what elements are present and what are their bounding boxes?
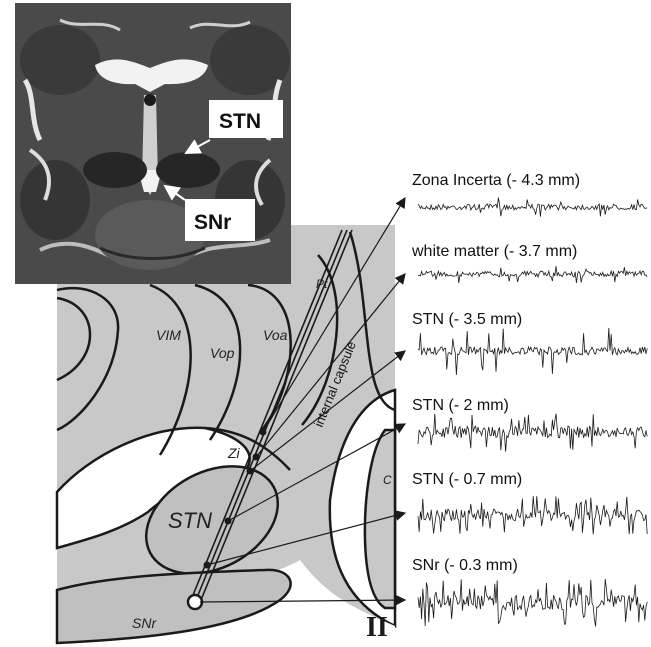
recording-trace-zona-incerta (418, 198, 647, 217)
trace-waveform (418, 328, 647, 375)
recording-label-snr: SNr (- 0.3 mm) (412, 557, 518, 574)
trace-waveform (418, 579, 647, 627)
trace-waveform (418, 496, 647, 534)
recording-label-zona-incerta: Zona Incerta (- 4.3 mm) (412, 172, 580, 189)
atlas-label-stn: STN (168, 508, 212, 533)
trace-waveform (418, 198, 647, 217)
recording-trace-white-matter (418, 266, 647, 283)
recording-label-stn-0-7: STN (- 0.7 mm) (412, 471, 522, 488)
recording-trace-stn-0-7 (418, 496, 647, 534)
recording-label-stn-3-5: STN (- 3.5 mm) (412, 311, 522, 328)
recording-trace-snr (418, 579, 647, 627)
recording-label-stn-2: STN (- 2 mm) (412, 397, 509, 414)
atlas-label-roman-two: II (366, 612, 388, 643)
mri-label-snr: SNr (194, 211, 231, 234)
recording-label-white-matter: white matter (- 3.7 mm) (411, 243, 577, 260)
recordings-panel: Zona Incerta (- 4.3 mm) white matter (- … (411, 172, 647, 626)
atlas-label-zi: Zi (227, 445, 241, 461)
atlas-label-snr: SNr (132, 615, 157, 631)
atlas-label-vop: Vop (210, 345, 235, 361)
trace-waveform (418, 266, 647, 283)
atlas-panel: II VIM Vop Voa Pt Zi STN SNr C internal … (57, 225, 395, 643)
recording-trace-stn-3-5 (418, 328, 647, 375)
mri-label-stn: STN (219, 110, 261, 133)
recording-trace-stn-2 (418, 414, 647, 452)
mri-inset: STN SNr (15, 3, 291, 284)
atlas-label-voa: Voa (263, 327, 288, 343)
recording-site-snr (188, 595, 202, 609)
atlas-label-vim: VIM (156, 327, 181, 343)
atlas-label-c: C (383, 473, 392, 487)
trace-waveform (418, 414, 647, 452)
